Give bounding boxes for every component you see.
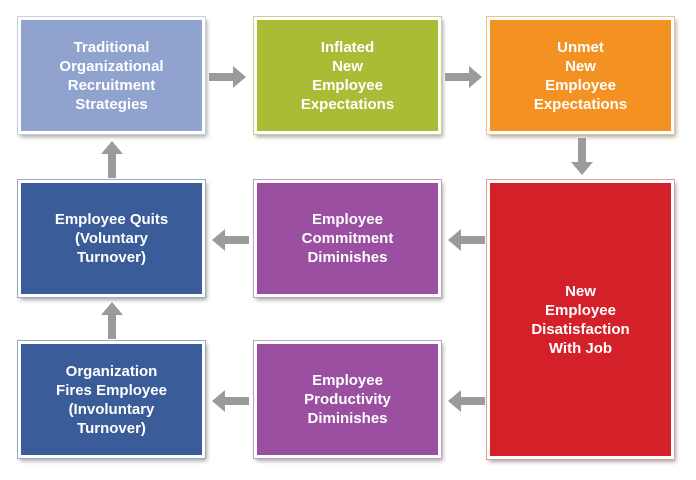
arrow-down-icon [571, 138, 593, 176]
box-organization-fires-employee: Organization Fires Employee (Involuntary… [17, 340, 206, 459]
arrow-left-icon [211, 229, 249, 251]
box-label: New Employee Disatisfaction With Job [531, 282, 630, 357]
box-label: Traditional Organizational Recruitment S… [59, 38, 164, 113]
box-employee-quits: Employee Quits (Voluntary Turnover) [17, 179, 206, 298]
box-label: Inflated New Employee Expectations [300, 38, 395, 113]
box-productivity-diminishes: Employee Productivity Diminishes [253, 340, 442, 459]
box-inflated-expectations: Inflated New Employee Expectations [253, 16, 442, 135]
box-label: Employee Productivity Diminishes [304, 372, 391, 427]
box-label: Unmet New Employee Expectations [533, 38, 628, 113]
arrow-up-icon [101, 301, 123, 339]
box-label: Organization Fires Employee (Involuntary… [56, 362, 167, 437]
arrow-right-icon [209, 66, 247, 88]
box-label: Employee Quits (Voluntary Turnover) [54, 211, 169, 266]
arrow-up-icon [101, 140, 123, 178]
arrow-left-icon [447, 390, 485, 412]
arrow-left-icon [447, 229, 485, 251]
box-traditional-recruitment-strategies: Traditional Organizational Recruitment S… [17, 16, 206, 135]
box-label: Employee Commitment Diminishes [301, 211, 394, 266]
arrow-right-icon [445, 66, 483, 88]
arrow-left-icon [211, 390, 249, 412]
box-unmet-expectations: Unmet New Employee Expectations [486, 16, 675, 135]
box-job-dissatisfaction: New Employee Disatisfaction With Job [486, 179, 675, 460]
box-commitment-diminishes: Employee Commitment Diminishes [253, 179, 442, 298]
